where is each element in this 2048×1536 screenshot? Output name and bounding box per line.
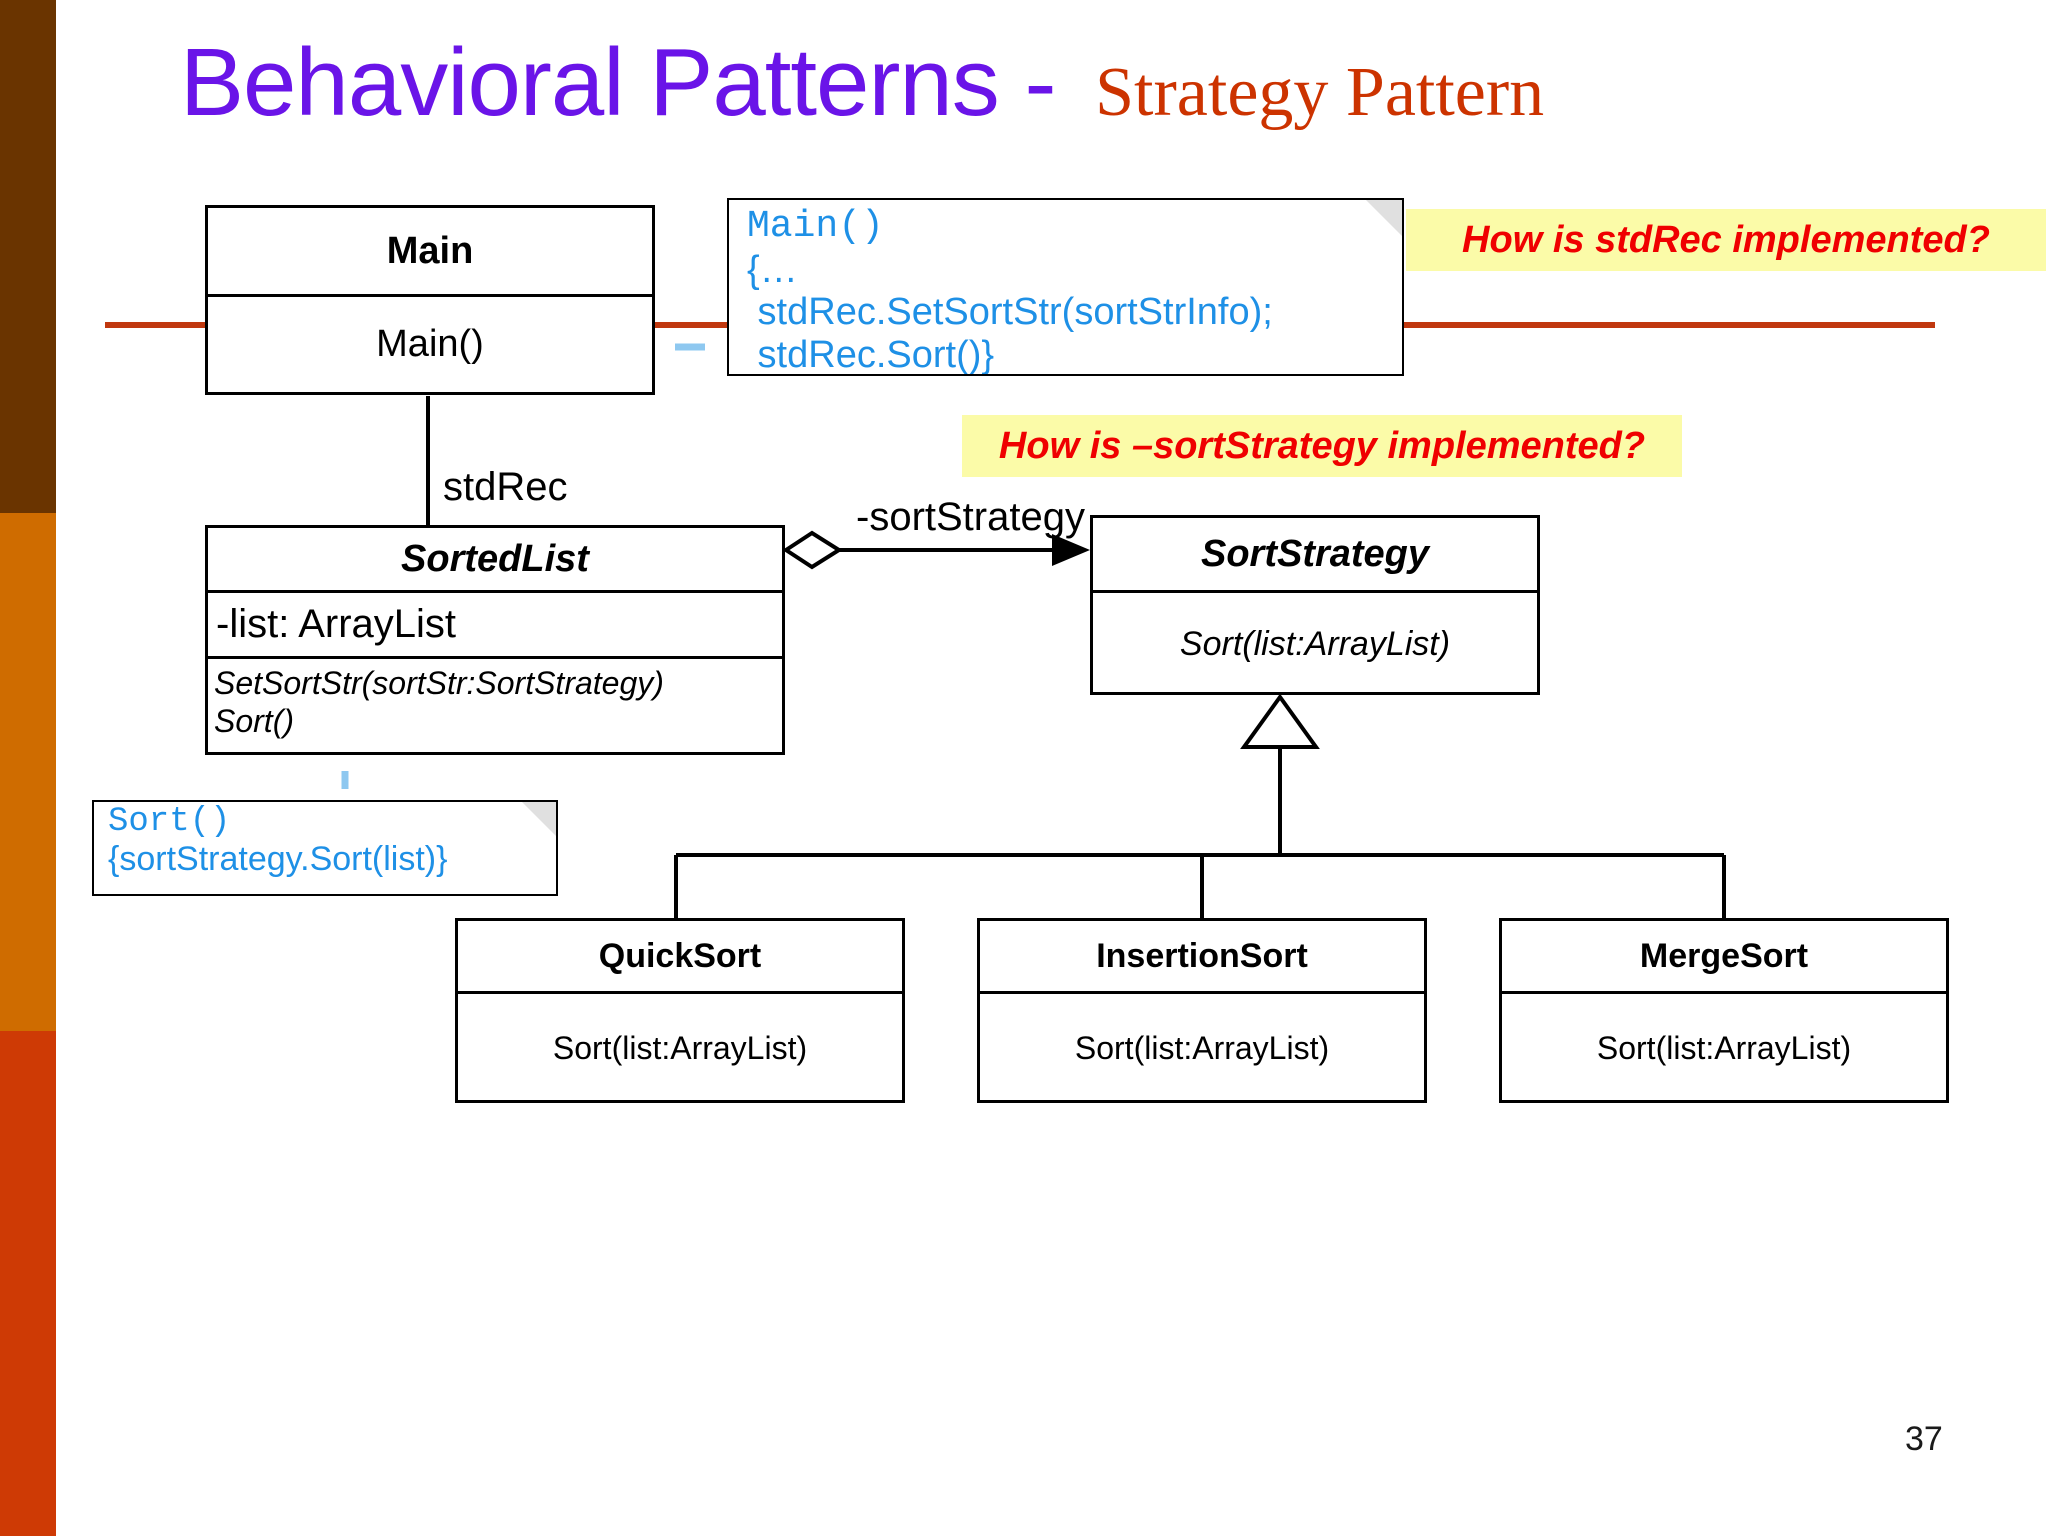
page-title-main: Behavioral Patterns - [180, 29, 1082, 136]
class-insertionsort-operations: Sort(list:ArrayList) [980, 991, 1424, 1103]
note-main-line-1: Main() [747, 205, 884, 248]
note-sort-line-1: Sort() [108, 803, 231, 841]
color-band-brown [0, 0, 56, 513]
association-label-stdrec: stdRec [443, 465, 568, 509]
generalization-triangle [1240, 693, 1320, 749]
uml-note-sort-code: Sort() {sortStrategy.Sort(list)} [92, 800, 558, 896]
class-insertionsort-name: InsertionSort [1096, 936, 1308, 975]
class-sortedlist-name: SortedList [401, 537, 589, 580]
note-main-line-4: stdRec.Sort()} [747, 333, 995, 376]
color-band-red [0, 1031, 56, 1536]
page-title: Behavioral Patterns - Strategy Pattern [180, 28, 1880, 138]
page-number: 37 [1905, 1420, 1943, 1458]
note-sort-line-2: {sortStrategy.Sort(list)} [108, 840, 448, 879]
callout-how-is-sortstrategy-implemented: How is –sortStrategy implemented? [962, 415, 1682, 477]
color-band-orange [0, 513, 56, 1031]
callout-how-is-stdrec-implemented: How is stdRec implemented? [1406, 209, 2046, 271]
page-title-subtitle: Strategy Pattern [1095, 54, 1545, 131]
uml-class-sortstrategy[interactable]: SortStrategy Sort(list:ArrayList) [1090, 515, 1540, 695]
uml-class-insertionsort[interactable]: InsertionSort Sort(list:ArrayList) [977, 918, 1427, 1103]
uml-class-sortedlist[interactable]: SortedList -list: ArrayList SetSortStr(s… [205, 525, 785, 755]
note-fold-corner-icon [522, 802, 556, 836]
uml-class-quicksort[interactable]: QuickSort Sort(list:ArrayList) [455, 918, 905, 1103]
uml-note-main-code: Main() {… stdRec.SetSortStr(sortStrInfo)… [727, 198, 1404, 376]
class-main-operations: Main() [208, 294, 652, 392]
class-sortedlist-operation-sort: Sort() [214, 702, 294, 739]
class-quicksort-name: QuickSort [598, 936, 762, 975]
uml-class-mergesort[interactable]: MergeSort Sort(list:ArrayList) [1499, 918, 1949, 1103]
aggregation-diamond [782, 530, 843, 570]
uml-class-main[interactable]: Main Main() [205, 205, 655, 395]
class-quicksort-operations: Sort(list:ArrayList) [458, 991, 902, 1103]
decorative-color-bands [0, 0, 56, 1536]
class-sortstrategy-name: SortStrategy [1200, 532, 1430, 575]
class-main-name: Main [386, 229, 474, 272]
note-main-line-2: {… [747, 248, 798, 291]
association-label-sortstrategy: -sortStrategy [856, 495, 1085, 539]
class-sortedlist-operation-setsortstr: SetSortStr(sortStr:SortStrategy) [214, 665, 664, 701]
note-fold-corner-icon [1366, 200, 1402, 236]
class-mergesort-name: MergeSort [1639, 936, 1809, 975]
class-sortedlist-operations: SetSortStr(sortStr:SortStrategy) Sort() [208, 656, 782, 755]
class-sortstrategy-operations: Sort(list:ArrayList) [1093, 590, 1537, 695]
class-mergesort-operations: Sort(list:ArrayList) [1502, 991, 1946, 1103]
class-sortedlist-attributes: -list: ArrayList [208, 590, 782, 656]
note-main-line-3: stdRec.SetSortStr(sortStrInfo); [747, 291, 1273, 334]
